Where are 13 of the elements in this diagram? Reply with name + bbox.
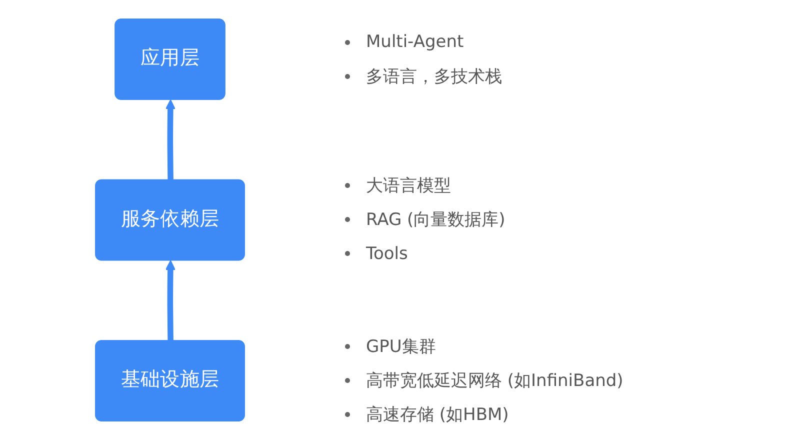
bullet-text: 大语言模型 bbox=[366, 175, 451, 198]
bullet-text: 高速存储 (如HBM) bbox=[366, 404, 509, 426]
layer-box: 服务依赖层 bbox=[95, 179, 245, 261]
arrow bbox=[165, 260, 176, 342]
bullet-text: Tools bbox=[366, 244, 408, 264]
bullet-text: 高带宽低延迟网络 (如InfiniBand) bbox=[366, 370, 624, 392]
bullet-text: RAG (向量数据库) bbox=[366, 209, 506, 232]
bullet-text: GPU集群 bbox=[366, 336, 436, 358]
layer-box: 应用层 bbox=[114, 18, 226, 100]
bullet-text: Multi-Agent bbox=[366, 32, 464, 52]
layer-box: 基础设施层 bbox=[95, 340, 245, 422]
arrow bbox=[165, 99, 176, 181]
bullet-text: 多语言，多技术栈 bbox=[366, 66, 502, 88]
